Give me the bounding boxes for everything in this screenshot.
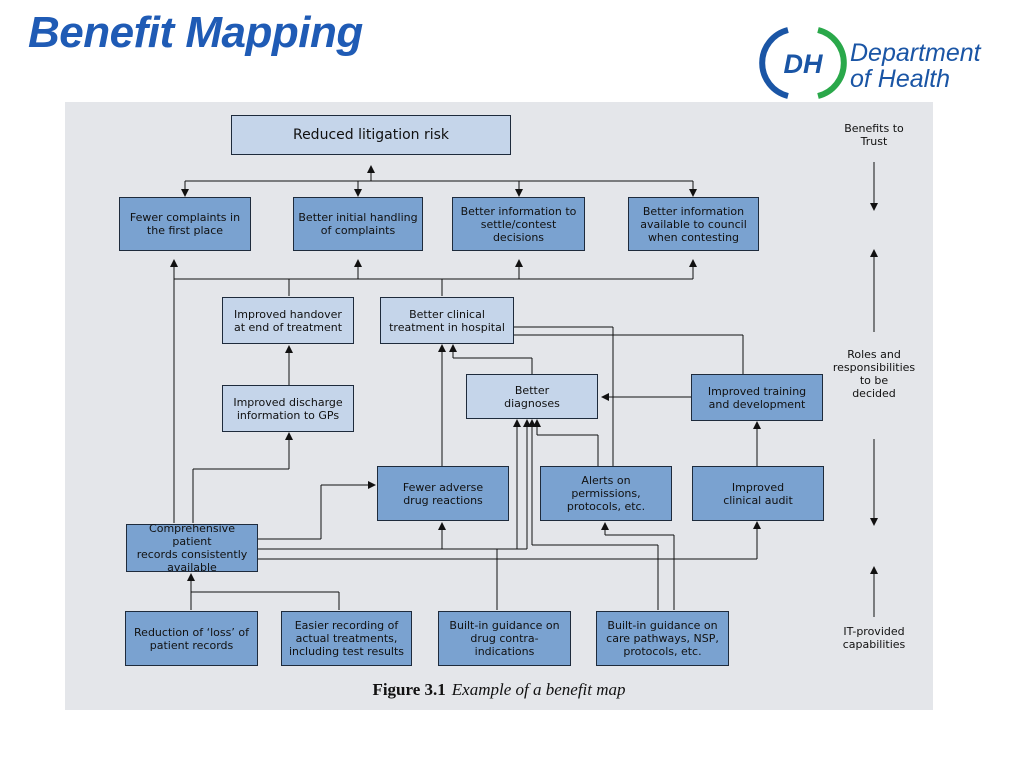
side-label-roles: Roles and responsibilities to be decided: [832, 348, 916, 400]
improved-training-box: Improved training and development: [691, 374, 823, 421]
slide-title: Benefit Mapping: [28, 8, 363, 57]
dh-logo-mark-icon: DH: [759, 27, 847, 99]
benefit-map-figure: Reduced litigation risk Fewer complaints…: [65, 102, 933, 710]
benefit-box-settle-contest: Better information to settle/contest dec…: [452, 197, 585, 251]
benefit-box-council-info: Better information available to council …: [628, 197, 759, 251]
figure-caption-text: Example of a benefit map: [451, 680, 626, 699]
reduced-litigation-risk-box: Reduced litigation risk: [231, 115, 511, 155]
better-diagnoses-box: Better diagnoses: [466, 374, 598, 419]
alerts-box: Alerts on permissions, protocols, etc.: [540, 466, 672, 521]
svg-text:DH: DH: [784, 49, 823, 79]
capability-box-care-pathways: Built-in guidance on care pathways, NSP,…: [596, 611, 729, 666]
figure-number: Figure 3.1: [372, 680, 446, 699]
fewer-adverse-reactions-box: Fewer adverse drug reactions: [377, 466, 509, 521]
benefit-box-initial-handling: Better initial handling of complaints: [293, 197, 423, 251]
comprehensive-records-box: Comprehensive patient records consistent…: [126, 522, 258, 574]
logo-text: Department of Health: [850, 40, 981, 92]
capability-box-reduction-loss: Reduction of ‘loss’ of patient records: [125, 611, 258, 666]
improved-handover-box: Improved handover at end of treatment: [222, 297, 354, 344]
capability-box-drug-contra: Built-in guidance on drug contra-indicat…: [438, 611, 571, 666]
better-clinical-treatment-box: Better clinical treatment in hospital: [380, 297, 514, 344]
logo-line-2: of Health: [850, 65, 951, 93]
connector-lines: [170, 162, 878, 617]
improved-clinical-audit-box: Improved clinical audit: [692, 466, 824, 521]
side-label-it-provided: IT-provided capabilities: [842, 625, 906, 651]
figure-caption: Figure 3.1 Example of a benefit map: [65, 680, 933, 700]
improved-discharge-box: Improved discharge information to GPs: [222, 385, 354, 432]
capability-box-easier-recording: Easier recording of actual treatments, i…: [281, 611, 412, 666]
side-label-benefits-to-trust: Benefits to Trust: [844, 122, 904, 148]
logo-line-1: Department: [850, 39, 981, 67]
benefit-box-fewer-complaints: Fewer complaints in the first place: [119, 197, 251, 251]
department-of-health-logo: DH Department of Health: [758, 24, 1008, 104]
